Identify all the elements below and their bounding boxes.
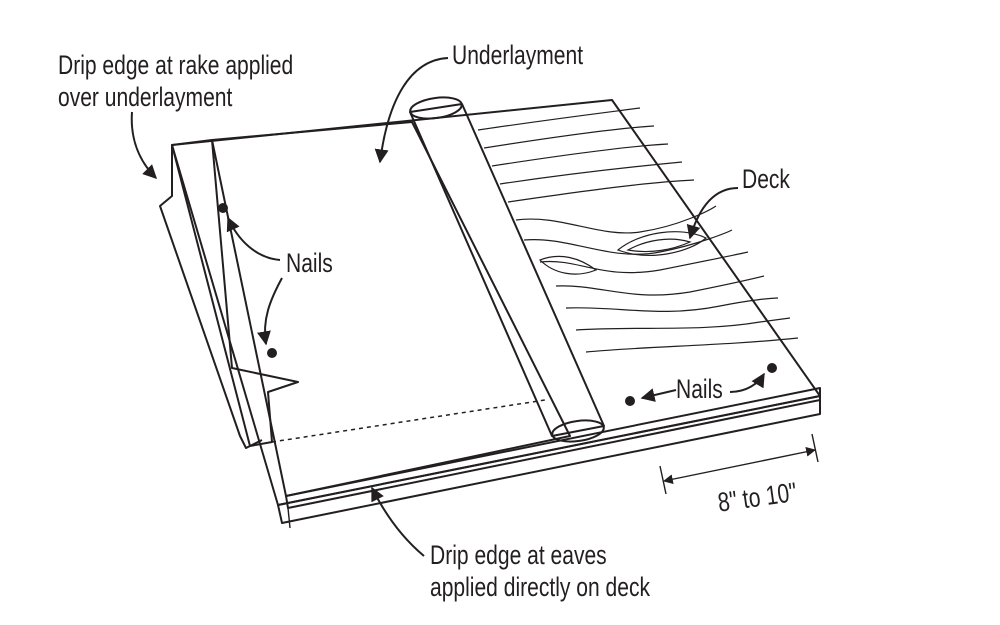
nail-dot [767, 363, 777, 373]
rake-drip-edge-flange [171, 139, 299, 447]
underlayment-sheet [211, 121, 571, 497]
arrow-nails-bottom-left [640, 388, 677, 402]
arrow-rake [130, 111, 157, 179]
roll-bottom-end [551, 419, 605, 443]
label-deck: Deck [742, 165, 791, 195]
eaves-drip-edge-strip [285, 387, 821, 509]
nail-dot [218, 203, 228, 213]
rake-drip-edge [159, 139, 299, 449]
label-distance: 8" to 10" [716, 478, 799, 519]
rake-drip-edge-lip [159, 145, 263, 449]
label-eaves-line2: applied directly on deck [430, 573, 651, 603]
deck-board [171, 99, 821, 524]
deck-top-surface [171, 99, 821, 506]
roll-top-end [409, 96, 463, 120]
label-eaves-line1: Drip edge at eaves [430, 541, 607, 571]
arrow-nails-lower [257, 277, 283, 346]
nail-dot [625, 396, 635, 406]
arrow-nails-upper [226, 216, 281, 261]
label-underlayment: Underlayment [452, 41, 583, 71]
dimension-marker [659, 433, 819, 495]
arrow-eaves [371, 486, 425, 557]
wood-grain [477, 107, 799, 353]
nails [218, 203, 777, 406]
arrow-deck [686, 187, 739, 240]
underlayment-roll [409, 96, 605, 443]
arrow-underlayment [374, 57, 449, 164]
leader-arrows [130, 57, 765, 557]
label-rake-line2: over underlayment [58, 83, 233, 113]
nail-dot [267, 348, 277, 358]
label-nails-bottom: Nails [676, 375, 723, 405]
arrow-nails-bottom-right [729, 372, 765, 393]
label-rake-line1: Drip edge at rake applied [58, 51, 293, 81]
label-nails-left: Nails [286, 249, 333, 279]
overlap-dashed-line [271, 399, 546, 443]
eaves-drip-edge [285, 387, 821, 529]
